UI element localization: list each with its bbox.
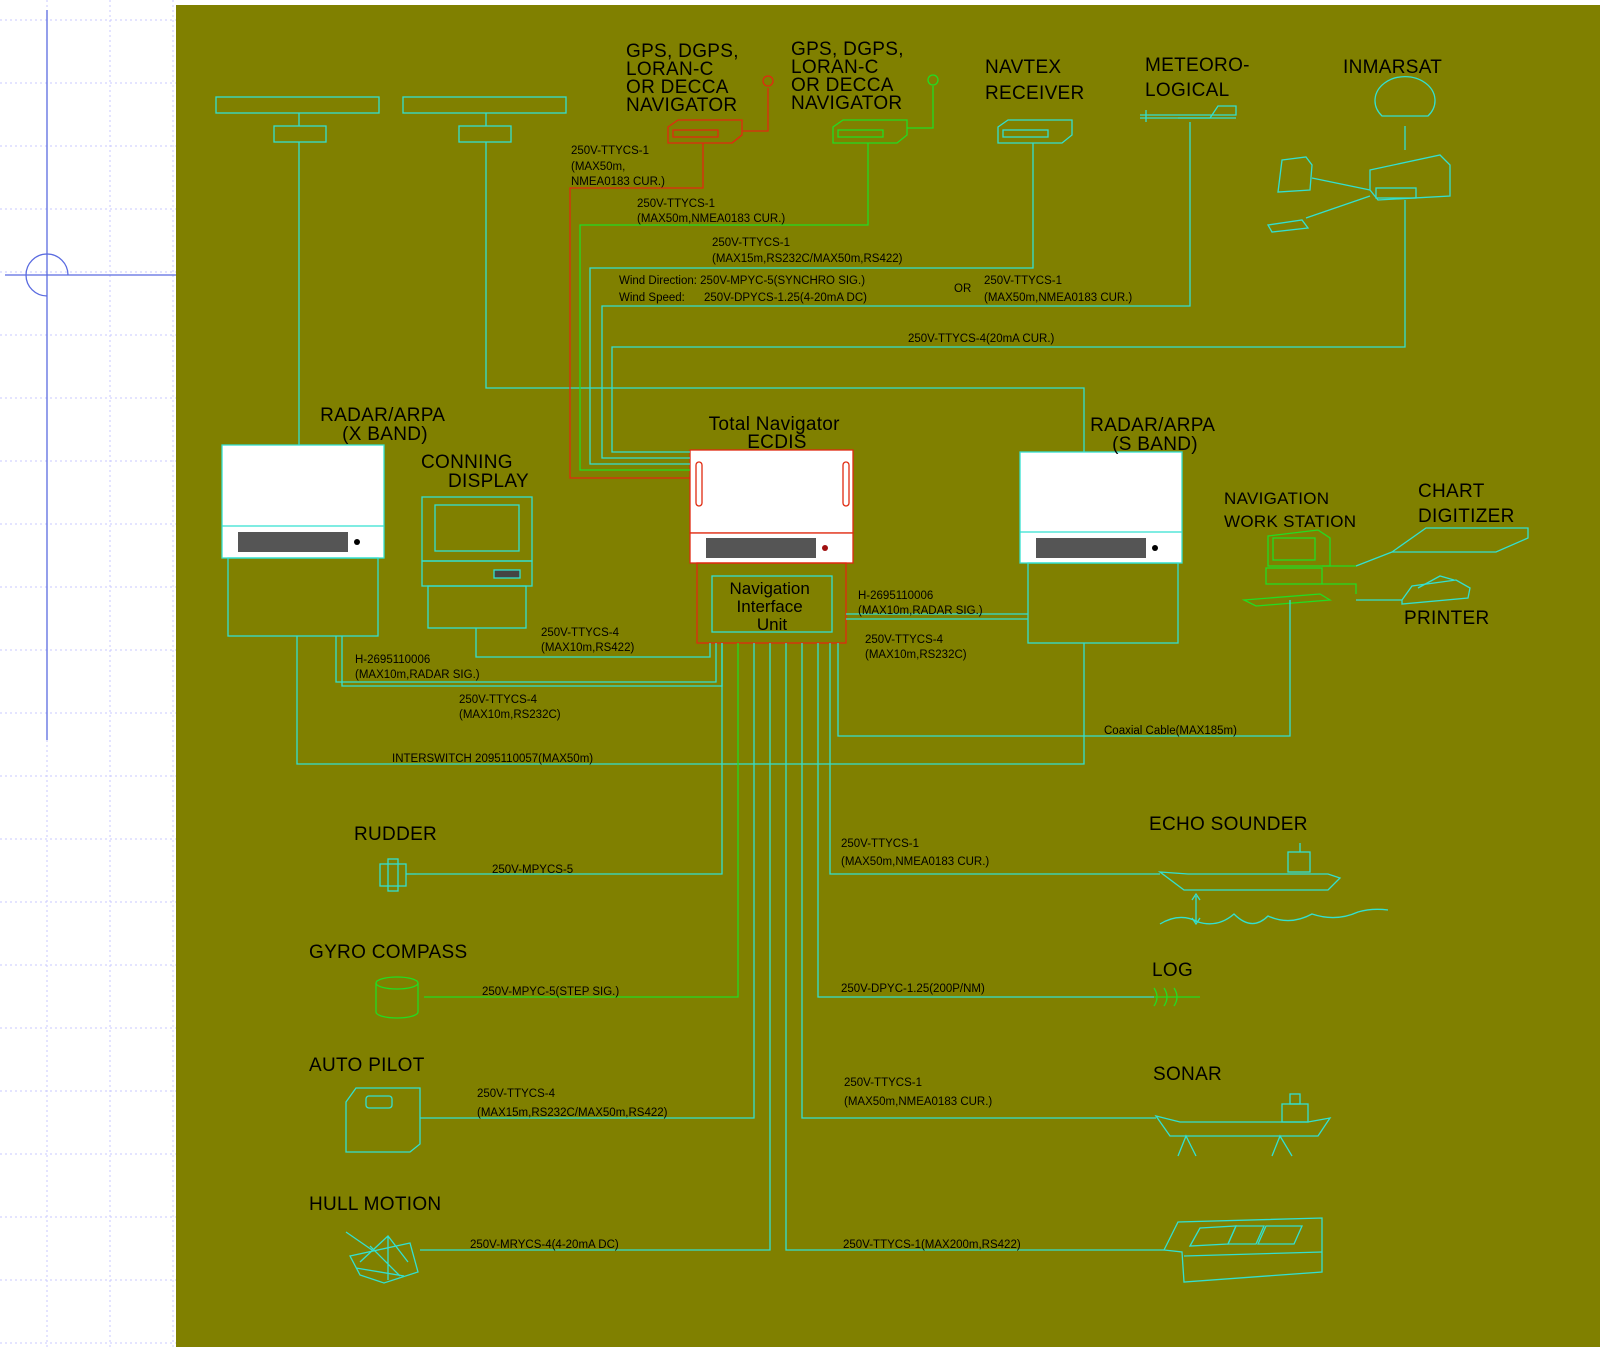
cable-wind-direction-label: Wind Direction: 250V-MPYC-5(SYNCHRO SIG.… <box>619 275 865 287</box>
printer-icon <box>1356 575 1471 605</box>
meteorological-sensor-icon <box>1140 105 1237 122</box>
gps1-label: GPS, DGPS, LORAN-C OR DECCA NAVIGATOR <box>626 41 744 116</box>
niu-label: Navigation Interface Unit <box>729 579 814 634</box>
log-sensor-icon <box>1153 987 1200 1007</box>
radar-x-label: RADAR/ARPA (X BAND) <box>320 405 450 445</box>
slide-ornament <box>5 10 176 740</box>
cable-radar-x-rs232-label: 250V-TTYCS-4 (MAX10m,RS232C) <box>459 694 561 721</box>
cable-runs-lower <box>416 643 1164 1251</box>
echo-label: ECHO SOUNDER <box>1149 814 1308 835</box>
cable-hull-label: 250V-MRYCS-4(4-20mA DC) <box>470 1239 619 1251</box>
cable-log-label: 250V-DPYC-1.25(200P/NM) <box>841 983 985 995</box>
sonar-icon <box>1154 1093 1332 1157</box>
cable-coax-label: Coaxial Cable(MAX185m) <box>1104 725 1237 737</box>
radar-x-antenna <box>215 96 380 143</box>
cable-console-label: 250V-TTYCS-1(MAX200m,RS422) <box>843 1239 1021 1251</box>
cable-runs-upper <box>298 122 1406 479</box>
cable-radar-s-rs232-label: 250V-TTYCS-4 (MAX10m,RS232C) <box>865 634 967 661</box>
navigation-work-station-icon <box>1241 529 1357 607</box>
hull-motion-icon <box>345 1231 419 1284</box>
sonar-label: SONAR <box>1153 1064 1222 1085</box>
cable-rudder-label: 250V-MPYCS-5 <box>492 864 573 876</box>
chart-digitizer-icon <box>1355 527 1529 567</box>
cable-autopilot-label: 250V-TTYCS-4 (MAX15m,RS232C/MAX50m,RS422… <box>477 1088 668 1119</box>
gyro-label: GYRO COMPASS <box>309 942 467 963</box>
conning-label: CONNING DISPLAY <box>421 452 529 492</box>
navtex-receiver-icon <box>997 119 1073 144</box>
gyro-compass-icon <box>375 976 419 1019</box>
device-labels: GPS, DGPS, LORAN-C OR DECCA NAVIGATOR GP… <box>309 39 1515 1215</box>
rudder-icon <box>379 858 416 892</box>
gps-navigator-2-icon <box>832 74 939 144</box>
hull-label: HULL MOTION <box>309 1194 441 1215</box>
gps-navigator-1-icon <box>667 75 774 144</box>
cable-wind-speed-label: Wind Speed: 250V-DPYCS-1.25(4-20mA DC) <box>619 292 867 304</box>
meteo-label: METEORO- LOGICAL <box>1145 55 1255 101</box>
ecdis-unit <box>689 449 854 644</box>
cable-radar-x-sig-label: H-2695110006 (MAX10m,RADAR SIG.) <box>355 654 480 681</box>
cable-gps2-label: 250V-TTYCS-1 (MAX50m,NMEA0183 CUR.) <box>637 198 785 225</box>
cable-radar-s-sig-label: H-2695110006 (MAX10m,RADAR SIG.) <box>858 590 983 617</box>
cable-gps1-label: 250V-TTYCS-1 (MAX50m, NMEA0183 CUR.) <box>571 145 665 188</box>
radar-x-unit <box>221 444 385 637</box>
inmarsat-label: INMARSAT <box>1343 57 1442 78</box>
radar-s-label: RADAR/ARPA (S BAND) <box>1090 415 1220 455</box>
cable-navtex-label: 250V-TTYCS-1 (MAX15m,RS232C/MAX50m,RS422… <box>712 237 903 265</box>
cable-or-label: OR <box>954 283 971 295</box>
rudder-label: RUDDER <box>354 824 437 845</box>
cable-labels: 250V-TTYCS-1 (MAX50m, NMEA0183 CUR.) 250… <box>355 145 1237 1251</box>
radar-s-unit <box>1019 451 1183 644</box>
bridge-console-icon <box>1163 1217 1323 1283</box>
conning-display-unit <box>421 496 533 629</box>
cable-inmarsat-label: 250V-TTYCS-4(20mA CUR.) <box>908 333 1055 345</box>
navtex-label: NAVTEX RECEIVER <box>985 57 1085 104</box>
cable-meteo-label: 250V-TTYCS-1 (MAX50m,NMEA0183 CUR.) <box>984 275 1132 304</box>
autopilot-label: AUTO PILOT <box>309 1055 425 1076</box>
radar-s-antenna <box>402 96 567 143</box>
cable-conning-label: 250V-TTYCS-4 (MAX10m,RS422) <box>541 627 634 654</box>
printer-label: PRINTER <box>1404 608 1490 629</box>
cable-sonar-label: 250V-TTYCS-1 (MAX50m,NMEA0183 CUR.) <box>844 1077 992 1108</box>
ecdis-label: Total Navigator ECDIS <box>709 414 846 453</box>
auto-pilot-icon <box>345 1087 421 1153</box>
chart-dig-label: CHART DIGITIZER <box>1418 481 1515 527</box>
nav-ws-label: NAVIGATION WORK STATION <box>1224 489 1356 531</box>
diagram-background <box>176 5 1600 1347</box>
cable-echo-label: 250V-TTYCS-1 (MAX50m,NMEA0183 CUR.) <box>841 838 989 868</box>
echo-sounder-icon <box>1157 843 1389 926</box>
gps2-label: GPS, DGPS, LORAN-C OR DECCA NAVIGATOR <box>791 39 909 114</box>
cable-gyro-label: 250V-MPYC-5(STEP SIG.) <box>482 986 619 998</box>
cable-interswitch-label: INTERSWITCH 2095110057(MAX50m) <box>392 753 593 765</box>
log-label: LOG <box>1152 960 1193 981</box>
inmarsat-terminal-icon <box>1266 75 1451 233</box>
